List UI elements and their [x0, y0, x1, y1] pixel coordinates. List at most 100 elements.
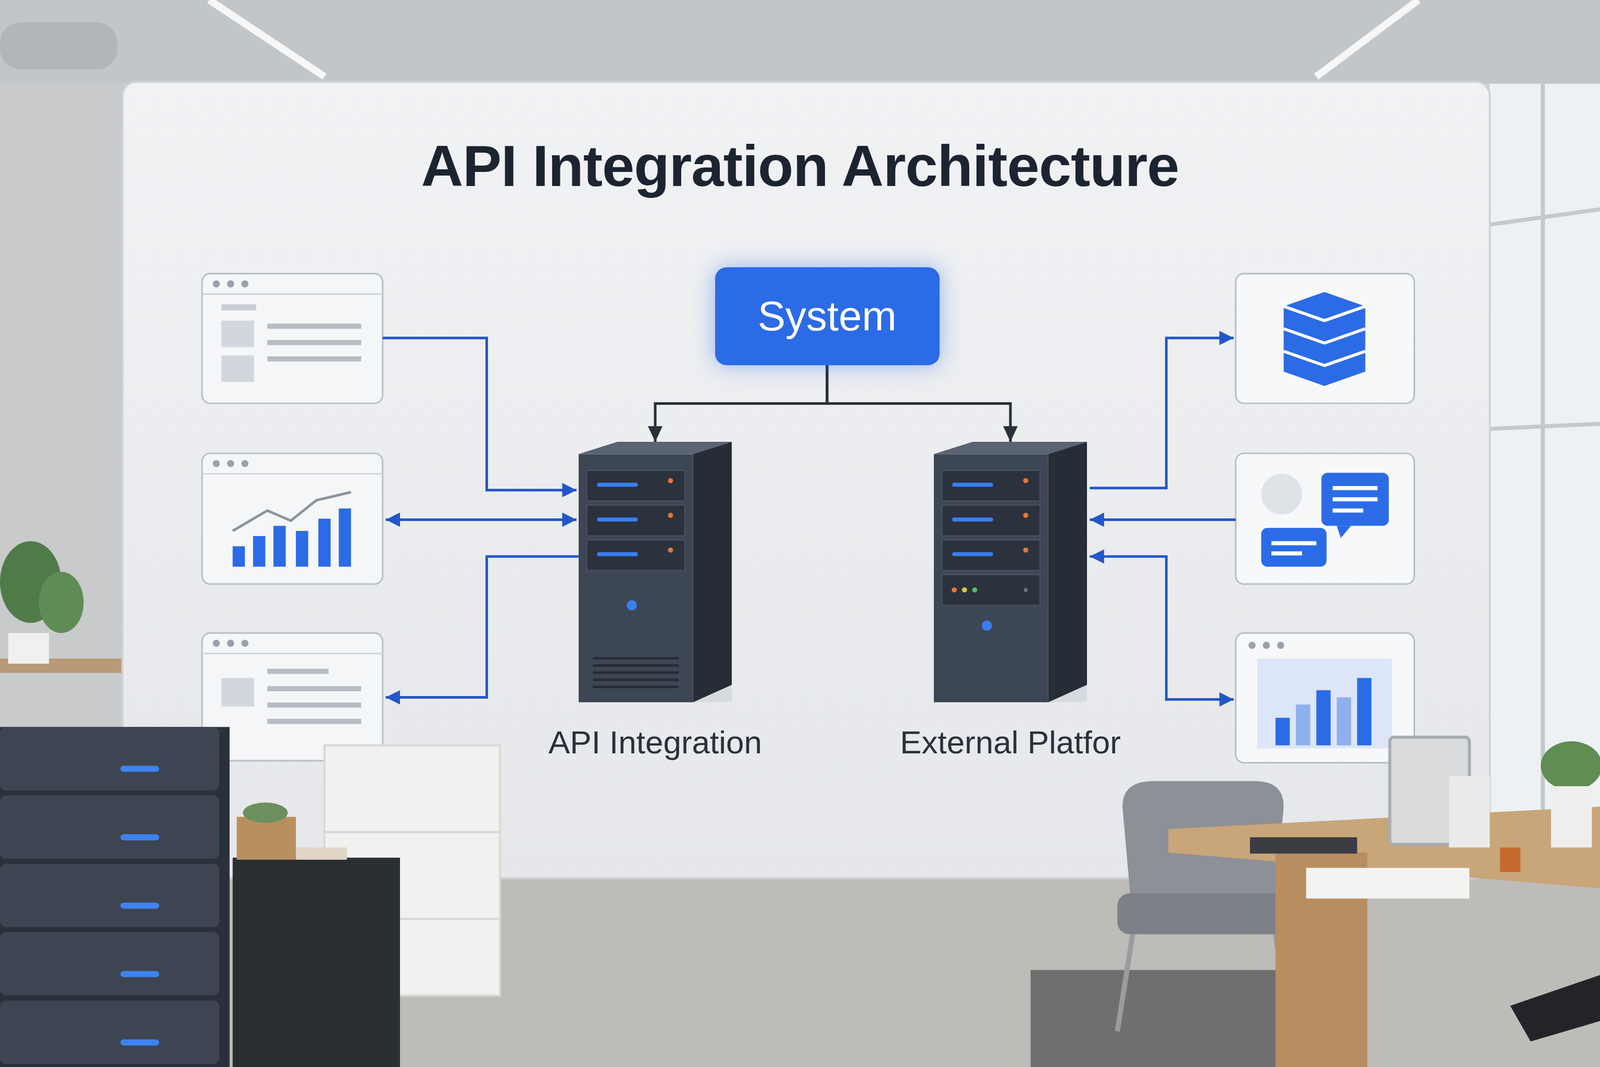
panel-divider	[202, 293, 383, 295]
avatar	[1261, 473, 1303, 515]
rack-light	[120, 833, 159, 841]
text-line	[267, 340, 361, 346]
image-block	[221, 320, 255, 347]
window-dot	[1277, 641, 1285, 649]
bar	[273, 525, 286, 567]
server-bay	[586, 539, 685, 571]
server-stack	[0, 726, 230, 1067]
drive-light	[952, 482, 993, 487]
arrow-head	[1003, 426, 1018, 442]
wire	[385, 556, 579, 697]
connector	[827, 365, 1018, 442]
diagram-title: API Integration Architecture	[0, 131, 1600, 202]
chat-line	[1332, 496, 1378, 502]
server-bay	[586, 505, 685, 536]
small-plant	[242, 802, 288, 823]
bar	[253, 535, 266, 567]
panel-document	[202, 273, 383, 404]
chat-bubble	[1321, 472, 1389, 526]
panel-frame	[1235, 632, 1415, 763]
status-light	[961, 586, 968, 593]
chair-seat	[1117, 893, 1291, 934]
keyboard	[1510, 975, 1600, 1042]
bar	[1336, 697, 1352, 746]
rack-light	[120, 970, 159, 978]
server-label: External Platfor	[892, 722, 1129, 762]
server-icon	[578, 441, 732, 703]
chat-tail	[1336, 525, 1352, 539]
rug	[1030, 969, 1286, 1067]
panel-divider	[202, 472, 383, 475]
drive-light	[596, 517, 638, 522]
bar	[1316, 690, 1331, 746]
status-light	[1022, 547, 1029, 553]
text-line	[267, 356, 361, 362]
window-dot	[212, 639, 220, 647]
server-front	[933, 454, 1049, 703]
window-dot	[241, 639, 249, 647]
vent	[592, 671, 679, 674]
server-side	[693, 441, 732, 703]
wire	[382, 338, 577, 491]
server-node: API Integration	[540, 441, 770, 762]
vent	[592, 656, 679, 660]
wire	[1089, 338, 1234, 489]
text-line	[267, 718, 361, 724]
window-dot	[1262, 641, 1270, 649]
window-dot	[227, 639, 235, 647]
vent	[592, 664, 679, 667]
panel-chart	[1235, 632, 1415, 763]
image-block	[221, 355, 255, 382]
bar	[1275, 717, 1290, 746]
panel-chart	[202, 453, 383, 584]
chat-bubble	[1261, 527, 1327, 567]
window-frame	[1489, 209, 1600, 225]
rack-light	[120, 1039, 159, 1046]
wire	[1089, 556, 1234, 699]
database-ring	[1283, 328, 1366, 343]
window-dot	[212, 459, 220, 468]
text-line	[267, 685, 361, 692]
server-bay	[942, 574, 1041, 606]
vent	[592, 685, 679, 689]
wooden-box	[236, 816, 297, 860]
duct	[0, 22, 118, 70]
bar	[1295, 704, 1310, 745]
plant-pot	[8, 632, 49, 664]
book	[295, 847, 347, 860]
papers	[1306, 867, 1470, 899]
rack-unit	[0, 1000, 220, 1065]
bar	[318, 518, 331, 567]
mug	[1500, 847, 1521, 872]
side-cabinet	[232, 857, 400, 1067]
wire	[385, 518, 577, 521]
tablet	[1250, 836, 1358, 854]
box-label: System	[757, 291, 897, 342]
server-bay	[942, 539, 1041, 571]
server-bay	[942, 505, 1041, 536]
rack-light	[120, 902, 159, 909]
desk-organizer	[1448, 775, 1490, 847]
status-light	[668, 547, 674, 553]
wire	[1089, 518, 1236, 521]
database-icon	[1283, 292, 1366, 386]
drive-light	[596, 552, 638, 557]
image-block	[221, 677, 255, 707]
desk-plant	[1540, 741, 1600, 791]
ceiling-light	[1316, 0, 1419, 77]
panel-frame	[1235, 273, 1415, 404]
rack-unit	[0, 726, 220, 791]
arrow-head	[647, 426, 663, 442]
server-front	[578, 454, 694, 703]
server-label: API Integration	[540, 722, 770, 762]
drive-light	[952, 552, 993, 557]
vent	[592, 678, 679, 681]
chat-line	[1332, 485, 1378, 491]
database-ring	[1283, 351, 1366, 366]
status-light	[668, 478, 674, 484]
chart-area	[1257, 658, 1393, 748]
database-ring	[1283, 306, 1366, 321]
chat-line	[1332, 508, 1364, 513]
